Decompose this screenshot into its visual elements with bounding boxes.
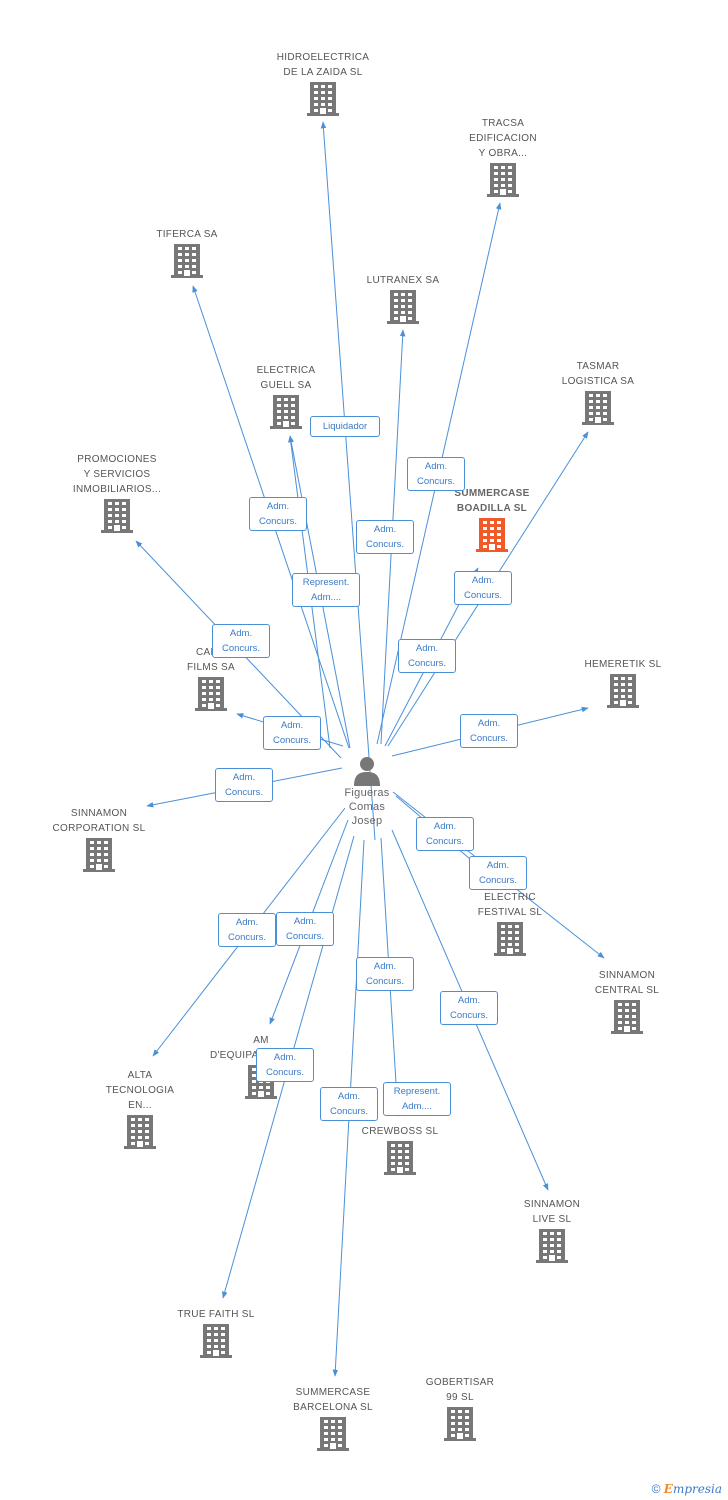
- company-label: TIFERCA SA: [156, 229, 218, 240]
- relation-label-electrica-guell[interactable]: Liquidador: [310, 416, 380, 437]
- company-node-tiferca[interactable]: TIFERCA SA: [117, 227, 257, 278]
- copyright-symbol: ©: [651, 1482, 661, 1496]
- company-label: CREWBOSS SL: [361, 1126, 439, 1137]
- building-icon: [582, 391, 614, 425]
- relation-label-promociones[interactable]: Adm.Concurs.: [212, 624, 270, 658]
- central-person-node[interactable]: Figueras Comas Josep: [322, 756, 412, 828]
- building-icon: [270, 395, 302, 429]
- relation-label-summercase-barcelona[interactable]: Adm.Concurs.: [320, 1087, 378, 1121]
- building-icon: [384, 1141, 416, 1175]
- relation-label-crewboss[interactable]: Represent.Adm....: [383, 1082, 451, 1116]
- building-icon: [83, 838, 115, 872]
- relation-label-hemeretik[interactable]: Adm.Concurs.: [460, 714, 518, 748]
- building-icon: [200, 1324, 232, 1358]
- building-icon: [101, 499, 133, 533]
- company-label: HEMERETIK SL: [584, 659, 662, 670]
- building-icon: [124, 1115, 156, 1149]
- building-icon: [195, 677, 227, 711]
- building-icon: [387, 290, 419, 324]
- relation-label-true-faith[interactable]: Adm.Concurs.: [256, 1048, 314, 1082]
- person-icon: [354, 757, 380, 786]
- relation-label-lutranex[interactable]: Adm.Concurs.: [356, 520, 414, 554]
- relation-label-equipaments[interactable]: Adm.Concurs.: [276, 912, 334, 946]
- relation-label-sinnamon-corp[interactable]: Adm.Concurs.: [215, 768, 273, 802]
- building-icon: [611, 1000, 643, 1034]
- brand-name: mpresia: [672, 1482, 722, 1496]
- relation-label-sinnamon-central[interactable]: Adm.Concurs.: [416, 817, 474, 851]
- company-node-lutranex[interactable]: LUTRANEX SA: [333, 273, 473, 324]
- company-node-true-faith[interactable]: TRUE FAITH SL: [146, 1307, 286, 1358]
- edge-to-hidroelectrica: [320, 121, 376, 841]
- company-node-hemeretik[interactable]: HEMERETIK SL: [553, 657, 693, 708]
- relation-label-summercase-boadilla[interactable]: Adm.Concurs.: [454, 571, 512, 605]
- company-node-crewboss[interactable]: CREWBOSS SL: [330, 1124, 470, 1175]
- building-icon: [487, 163, 519, 197]
- building-icon: [476, 518, 508, 552]
- relation-label-tracsa[interactable]: Adm.Concurs.: [407, 457, 465, 491]
- brand-initial: E: [663, 1482, 673, 1496]
- relation-label-tasmar[interactable]: Adm.Concurs.: [398, 639, 456, 673]
- relation-label-tiferca[interactable]: Adm.Concurs.: [249, 497, 307, 531]
- relation-label-canodrome[interactable]: Adm.Concurs.: [263, 716, 321, 750]
- building-icon: [536, 1229, 568, 1263]
- company-label: TRUE FAITH SL: [177, 1309, 255, 1320]
- empresia-credit[interactable]: © Empresia: [652, 1482, 722, 1496]
- person-name: Figueras Comas Josep: [344, 787, 390, 827]
- relation-label-electrica-guell[interactable]: Represent.Adm....: [292, 573, 360, 607]
- relation-label-electric-festival[interactable]: Adm.Concurs.: [469, 856, 527, 890]
- relation-label-hidroelectrica[interactable]: Adm.Concurs.: [356, 957, 414, 991]
- company-label: LUTRANEX SA: [366, 275, 440, 286]
- building-icon: [444, 1407, 476, 1441]
- building-icon: [607, 674, 639, 708]
- building-icon: [307, 82, 339, 116]
- building-icon: [317, 1417, 349, 1451]
- relation-label-alta-tecnologia[interactable]: Adm.Concurs.: [218, 913, 276, 947]
- building-icon: [494, 922, 526, 956]
- building-icon: [171, 244, 203, 278]
- relation-label-sinnamon-live[interactable]: Adm.Concurs.: [440, 991, 498, 1025]
